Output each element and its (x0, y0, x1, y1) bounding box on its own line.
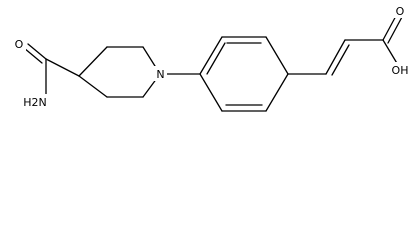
bond-amide-c-o-1 (27, 43, 47, 60)
bond-pip-6 (78, 46, 108, 77)
bond-co-double-1 (382, 13, 398, 41)
benzene-ring (199, 36, 289, 112)
bond-co-double-2 (387, 16, 403, 44)
carboxamide-group (23, 43, 80, 95)
bond-ar-6 (199, 73, 223, 112)
piperidine-ring (78, 46, 161, 98)
atom-label-nitrogen: N (154, 66, 167, 81)
acrylic-acid-chain (287, 13, 403, 76)
bond-c-oh (382, 39, 399, 66)
acid-oxygen-label: O (396, 5, 405, 18)
chemical-structure: N O H2N O OH (13, 3, 411, 112)
bond-amide-c-o-2 (23, 47, 43, 64)
atom-label-amide-nitrogen: H2N (22, 94, 48, 110)
atom-label-acid-oxygen: O (394, 3, 407, 18)
bond-ar-4 (265, 73, 289, 112)
bond-vinyl-double-2 (331, 44, 350, 76)
bond-ar-3 (265, 36, 289, 75)
bond-ar-inner-1 (206, 42, 226, 75)
hydroxyl-label: OH (392, 64, 409, 77)
nitrogen-label: N (156, 68, 164, 81)
atom-label-hydroxyl: OH (389, 62, 411, 78)
bond-pip-1 (78, 75, 108, 98)
carbonyl-oxygen-label: O (15, 38, 24, 51)
bond-c4-amide-c (45, 58, 80, 77)
bond-ar-1 (199, 36, 223, 75)
bond-vinyl-double-1 (325, 39, 346, 75)
amide-nitrogen-label: H2N (23, 96, 47, 109)
atom-label-carbonyl-oxygen: O (13, 36, 26, 51)
